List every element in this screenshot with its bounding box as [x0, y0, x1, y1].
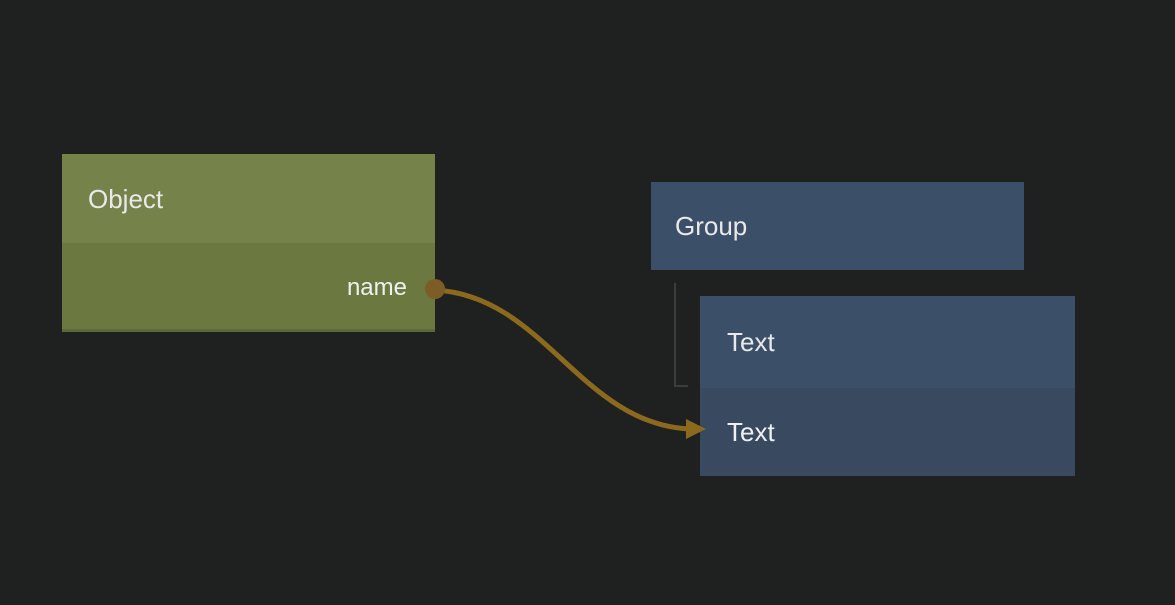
node-group-title: Group	[675, 211, 748, 241]
link-curve[interactable]	[432, 287, 693, 432]
node-group[interactable]: Group	[651, 182, 1024, 270]
node-text[interactable]: Text Text	[700, 296, 1075, 476]
node-object[interactable]: Object name	[62, 154, 435, 332]
output-port-label: name	[346, 273, 407, 301]
node-object-header: Object	[62, 154, 435, 243]
node-text-header: Text	[700, 296, 1075, 388]
input-port-label: Text	[727, 417, 775, 447]
node-object-body: name	[62, 243, 435, 332]
output-port-row: name	[62, 243, 407, 332]
input-port-row: Text	[727, 388, 1075, 476]
node-text-body: Text	[700, 388, 1075, 476]
node-object-title: Object	[88, 183, 164, 214]
node-group-header: Group	[651, 182, 1024, 270]
node-text-title: Text	[727, 327, 775, 357]
hierarchy-connector-line	[674, 283, 688, 387]
